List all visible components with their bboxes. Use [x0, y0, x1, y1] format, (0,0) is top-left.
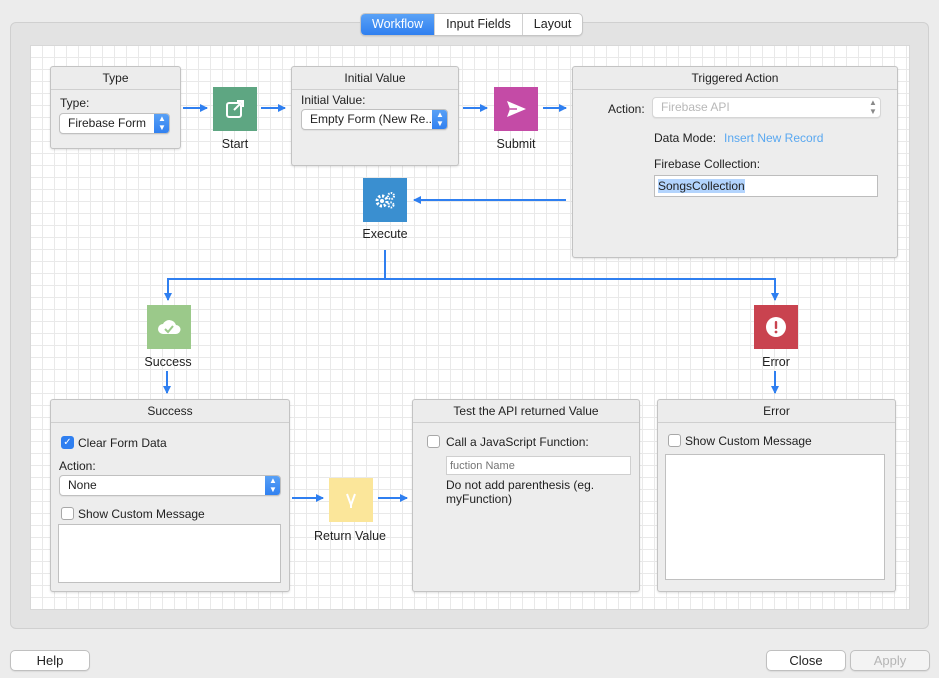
call-js-label: Call a JavaScript Function:: [446, 435, 589, 449]
submit-node[interactable]: [494, 87, 538, 131]
execute-label: Execute: [362, 227, 408, 241]
error-show-custom-label: Show Custom Message: [685, 434, 812, 448]
type-label: Type:: [60, 96, 90, 110]
error-show-custom-checkbox[interactable]: [668, 434, 681, 447]
test-api-box: Test the API returned Value: [412, 399, 640, 592]
chevron-updown-icon: ▲▼: [154, 114, 169, 133]
help-button[interactable]: Help: [10, 650, 90, 671]
start-label: Start: [221, 137, 249, 151]
data-mode-label: Data Mode:: [654, 131, 717, 145]
return-value-node[interactable]: [329, 478, 373, 522]
test-api-box-title: Test the API returned Value: [413, 400, 639, 423]
chevron-updown-icon: ▲▼: [432, 110, 447, 129]
success-action-label: Action:: [59, 459, 96, 473]
start-node[interactable]: [213, 87, 257, 131]
tab-workflow[interactable]: Workflow: [361, 14, 436, 35]
type-select[interactable]: Firebase Form ▲▼: [59, 113, 170, 134]
type-select-value: Firebase Form: [68, 116, 147, 130]
clear-form-label: Clear Form Data: [78, 436, 167, 450]
submit-label: Submit: [496, 137, 536, 151]
chevron-updown-icon: ▲▼: [869, 98, 877, 116]
error-node-label: Error: [762, 355, 790, 369]
return-value-label: Return Value: [313, 529, 387, 543]
execute-node[interactable]: [363, 178, 407, 222]
success-node[interactable]: [147, 305, 191, 349]
action-select[interactable]: Firebase API ▲▼: [652, 97, 881, 118]
firebase-collection-label: Firebase Collection:: [654, 157, 761, 171]
error-node[interactable]: [754, 305, 798, 349]
cloud-check-icon: [158, 320, 181, 334]
firebase-collection-input[interactable]: SongsCollection: [654, 175, 878, 197]
tab-bar: Workflow Input Fields Layout: [360, 13, 584, 36]
initial-value-box-title: Initial Value: [292, 67, 458, 90]
error-custom-message-textarea[interactable]: [665, 454, 885, 580]
tab-input-fields[interactable]: Input Fields: [435, 14, 523, 35]
type-box-title: Type: [51, 67, 180, 90]
success-action-select[interactable]: None ▲▼: [59, 475, 281, 496]
action-select-value: Firebase API: [661, 100, 730, 114]
error-box-title: Error: [658, 400, 895, 423]
clear-form-checkbox[interactable]: ✓: [61, 436, 74, 449]
success-node-label: Success: [144, 355, 192, 369]
triggered-action-box-title: Triggered Action: [573, 67, 897, 90]
send-icon: [507, 101, 526, 117]
external-link-icon: [226, 100, 244, 118]
success-custom-message-textarea[interactable]: [58, 524, 281, 583]
type-box: Type: [50, 66, 181, 149]
close-button[interactable]: Close: [766, 650, 846, 671]
chevron-updown-icon: ▲▼: [265, 476, 280, 495]
tab-layout[interactable]: Layout: [533, 17, 572, 31]
gears-icon: [375, 192, 395, 209]
success-action-select-value: None: [68, 478, 97, 492]
success-show-custom-label: Show Custom Message: [78, 507, 205, 521]
data-mode-link[interactable]: Insert New Record: [724, 131, 824, 145]
firebase-collection-value: SongsCollection: [658, 179, 745, 193]
call-js-checkbox[interactable]: [427, 435, 440, 448]
initial-value-select[interactable]: Empty Form (New Re... ▲▼: [301, 109, 448, 130]
function-name-input[interactable]: [446, 456, 631, 475]
action-label: Action:: [608, 102, 645, 116]
initial-value-select-value: Empty Form (New Re...: [310, 112, 436, 126]
return-value-icon: [346, 493, 356, 508]
initial-value-label: Initial Value:: [301, 93, 366, 107]
function-hint: Do not add parenthesis (eg. myFunction): [446, 478, 595, 506]
success-show-custom-checkbox[interactable]: [61, 507, 74, 520]
alert-icon: [766, 317, 786, 337]
apply-button[interactable]: Apply: [850, 650, 930, 671]
success-box-title: Success: [51, 400, 289, 423]
